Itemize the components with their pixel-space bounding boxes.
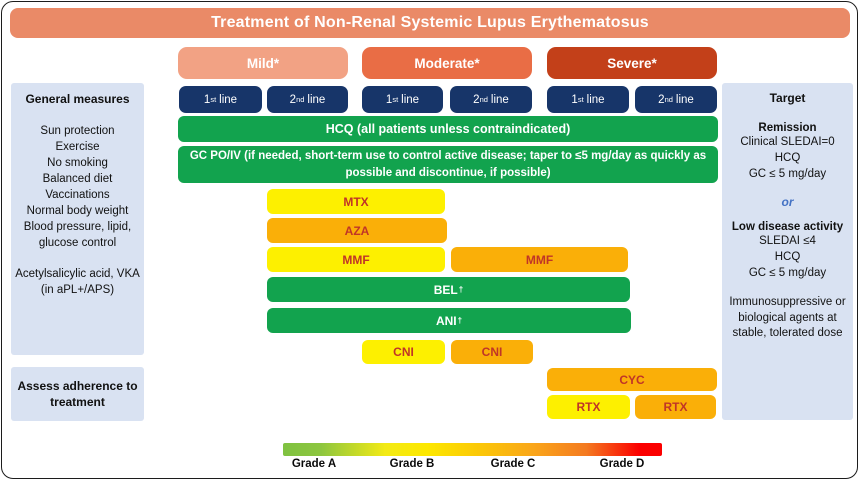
line-number: 2	[289, 93, 297, 106]
line-number: 1	[571, 93, 578, 106]
bar-mtx: MTX	[267, 189, 445, 214]
bar-mmf-mod2-sev1: MMF	[451, 247, 628, 272]
severity-label-moderate: Moderate*	[414, 55, 480, 71]
severity-header-severe: Severe*	[547, 47, 717, 79]
severity-header-moderate: Moderate*	[362, 47, 532, 79]
legend-grade-c: Grade C	[490, 458, 536, 470]
bar-hcq: HCQ (all patients unless contraindicated…	[178, 116, 718, 142]
lda-heading: Low disease activity	[731, 221, 844, 233]
bar-cni-mod2: CNI	[451, 340, 533, 364]
bar-aza-label: AZA	[344, 223, 370, 238]
bar-aza: AZA	[267, 218, 447, 243]
bar-rtx-sev2: RTX	[635, 395, 716, 419]
target-note: Immunosuppressive or biological agents a…	[729, 296, 846, 339]
measure-item: Vaccinations	[45, 189, 110, 201]
bar-mmf-mild2-mod1: MMF	[267, 247, 445, 272]
remission-line: Clinical SLEDAI=0	[740, 136, 835, 148]
line-word: line	[307, 93, 326, 106]
grade-gradient-bar	[283, 443, 662, 456]
general-measures-heading: General measures	[25, 92, 130, 106]
remission-line: GC ≤ 5 mg/day	[748, 168, 827, 180]
lda-line: SLEDAI ≤4	[759, 235, 816, 247]
bar-cyc: CYC	[547, 368, 717, 391]
lda-line: HCQ	[774, 251, 801, 263]
legend-grade-b: Grade B	[389, 458, 435, 470]
or-label: or	[781, 195, 794, 209]
severity-header-mild: Mild*	[178, 47, 348, 79]
bar-cni-label: CNI	[481, 345, 503, 359]
bar-rtx-label: RTX	[663, 400, 688, 414]
line-word: line	[586, 93, 605, 106]
bar-cyc-label: CYC	[619, 372, 645, 387]
line-number: 2	[473, 93, 480, 106]
target-panel: Target Remission Clinical SLEDAI=0 HCQ G…	[722, 83, 853, 420]
bar-rtx-label: RTX	[576, 400, 601, 414]
bar-ani: ANI†	[267, 308, 631, 333]
bar-cni-label: CNI	[393, 345, 414, 359]
measure-item: No smoking	[47, 157, 108, 169]
line-word: line	[675, 93, 694, 106]
line-number: 2	[658, 93, 665, 106]
adherence-label: Assess adherence to treatment	[17, 379, 138, 409]
bar-cni-mod1: CNI	[362, 340, 445, 364]
bar-ani-label: ANI	[435, 313, 457, 328]
remission-heading: Remission	[758, 122, 817, 134]
legend-grade-d: Grade D	[599, 458, 645, 470]
line-word: line	[219, 93, 238, 106]
bar-hcq-label: HCQ (all patients unless contraindicated…	[325, 122, 571, 136]
bar-rtx-sev1: RTX	[547, 395, 630, 419]
target-heading: Target	[769, 91, 806, 105]
legend-grade-a: Grade A	[291, 458, 337, 470]
bar-gc: GC PO/IV (if needed, short-term use to c…	[178, 146, 718, 183]
line-word: line	[490, 93, 509, 106]
general-measures-panel: General measures Sun protection Exercise…	[11, 83, 144, 355]
measure-item: Balanced diet	[42, 173, 113, 185]
measure-item: Normal body weight	[26, 205, 129, 217]
line-number: 1	[203, 93, 211, 106]
severity-label-mild: Mild*	[246, 55, 280, 71]
bar-bel: BEL†	[267, 277, 630, 302]
remission-line: HCQ	[774, 152, 801, 164]
bar-gc-label: GC PO/IV (if needed, short-term use to c…	[189, 150, 707, 179]
line-word: line	[401, 93, 420, 106]
lda-line: GC ≤ 5 mg/day	[748, 267, 827, 279]
bar-mmf-label: MMF	[342, 252, 370, 267]
measure-item: Exercise	[55, 141, 100, 153]
bar-mtx-label: MTX	[343, 194, 369, 209]
bar-bel-label: BEL	[433, 282, 458, 297]
measure-item: Acetylsalicylic acid, VKA	[15, 268, 140, 280]
line-number: 1	[385, 93, 393, 106]
bar-mmf-label: MMF	[525, 252, 554, 267]
measure-item: Blood pressure, lipid, glucose control	[23, 221, 132, 249]
figure-title-banner: Treatment of Non-Renal Systemic Lupus Er…	[10, 8, 850, 38]
severity-label-severe: Severe*	[607, 55, 657, 71]
measure-item: (in aPL+/APS)	[40, 284, 115, 296]
figure-title: Treatment of Non-Renal Systemic Lupus Er…	[211, 14, 649, 31]
adherence-panel: Assess adherence to treatment	[11, 367, 144, 421]
measure-item: Sun protection	[40, 125, 115, 137]
